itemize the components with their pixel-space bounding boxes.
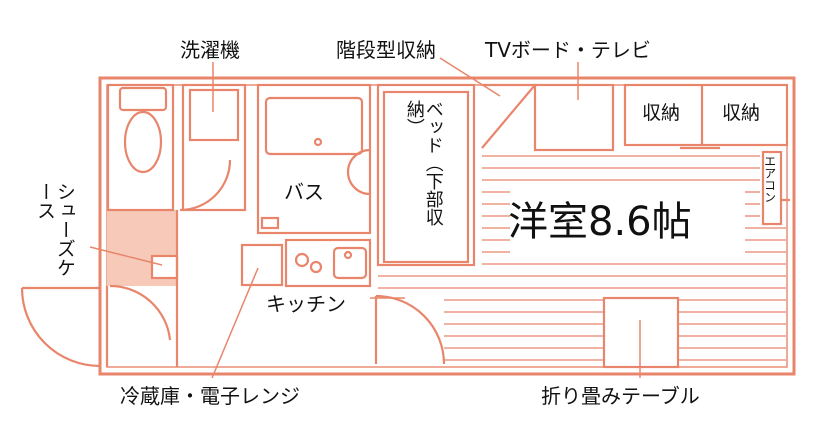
door-swing-washer [179,159,232,212]
stove-2 [309,260,323,274]
bath-door-post [260,216,280,230]
label-fridge-microwave: 冷蔵庫・電子レンジ [120,384,300,408]
washer-box [188,88,240,142]
kitchen-counter [284,238,372,288]
label-storage-2: 収納 [722,102,761,124]
label-room: 洋室8.6帖 [508,199,692,245]
stair-storage [481,83,538,149]
door-swing-room [375,294,446,365]
label-washer: 洗濯機 [180,38,240,62]
tv-board [533,83,615,152]
sink-faucet [343,250,353,260]
aircon-box [761,150,783,226]
stove-1 [294,252,310,268]
door-swing-entry [20,286,101,368]
label-folding-table: 折り畳みテーブル [541,384,700,408]
label-kitchen: キッチン [266,292,346,316]
bath-drain [313,137,323,147]
sink [332,246,368,280]
label-aircon: エアコン [762,155,777,203]
bathtub [264,96,364,156]
bath-sink [346,148,371,196]
bath-room [256,83,372,235]
folding-table [602,296,680,369]
toilet-tank [118,86,168,112]
washer-room [181,83,247,212]
label-bed: ベッド（下部収納） [403,100,444,226]
storage-cabinets [623,83,789,147]
bed [376,83,476,267]
bed-inner [382,90,470,264]
label-storage-1: 収納 [642,102,681,124]
label-stair-storage: 階段型収納 [336,38,436,62]
leader-lines [89,57,641,379]
fridge [240,243,284,287]
door-swing-hall [109,284,172,341]
outer-wall [98,76,796,376]
label-shoe-case: シューズケース [33,182,76,277]
toilet-bowl [123,110,163,174]
floor-stripes [378,155,786,361]
label-bath: バス [284,180,324,204]
toilet-room [106,83,175,212]
shoe-case [150,254,179,280]
label-tv-board: TVボード・テレビ [485,38,651,62]
